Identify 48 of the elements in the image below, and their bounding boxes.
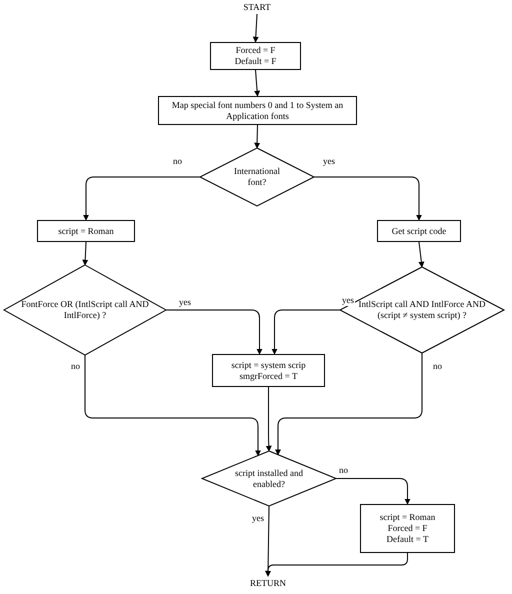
- edge-label: no: [172, 157, 183, 167]
- arrow: [272, 310, 340, 355]
- step-text: Default = T: [386, 534, 428, 545]
- step-text: Default = F: [234, 56, 276, 67]
- condition-text: script installed and enabled?: [234, 468, 304, 490]
- process-box: [37, 220, 135, 242]
- arrow: [166, 310, 262, 355]
- arrow: [254, 70, 260, 97]
- arrow: [336, 478, 410, 505]
- decision-diamond: [202, 451, 336, 506]
- edge-label: no: [338, 466, 349, 476]
- process-box: [360, 504, 455, 553]
- arrow: [275, 352, 422, 456]
- step-text: script = system scrip: [231, 360, 306, 370]
- arrow: [252, 14, 259, 43]
- step-text: script = Roman: [380, 512, 436, 524]
- process-box: [210, 42, 301, 70]
- condition-text: IntlScript call AND IntlForce AND (script ≠ system script) ?: [358, 299, 486, 321]
- step-text: Get script code: [392, 226, 446, 236]
- step-text: Forced = F: [236, 45, 276, 56]
- arrow: [254, 124, 260, 149]
- edge-label: yes: [341, 296, 355, 306]
- process-box: [212, 354, 325, 387]
- decision-diamond: [200, 148, 314, 206]
- edge-label: no: [432, 362, 443, 372]
- edge-label: yes: [322, 157, 336, 167]
- step-text: Map special font numbers 0 and 1 to System an Application fonts: [170, 100, 344, 122]
- terminal-label: START: [243, 2, 271, 12]
- arrow: [314, 176, 422, 221]
- edge-label: no: [70, 362, 81, 372]
- step-text: Forced = F: [388, 523, 428, 534]
- condition-text: International font?: [233, 166, 281, 188]
- terminal-label: RETURN: [250, 578, 286, 588]
- step-text: smgrForced = T: [240, 370, 298, 382]
- decision-diamond: [4, 265, 166, 355]
- arrow: [84, 354, 261, 456]
- process-box: [158, 96, 357, 125]
- edge-label: yes: [178, 298, 192, 308]
- condition-text: FontForce OR (IntlScript call AND IntlForce) ?: [20, 299, 150, 321]
- arrow: [418, 242, 424, 268]
- step-text: script = Roman: [58, 226, 114, 236]
- decision-diamond: [340, 267, 504, 353]
- arrow: [82, 242, 88, 266]
- arrow: [265, 506, 272, 577]
- process-box: [377, 220, 461, 242]
- edge-label: yes: [251, 514, 265, 524]
- arrow: [266, 386, 272, 452]
- arrow: [83, 176, 200, 221]
